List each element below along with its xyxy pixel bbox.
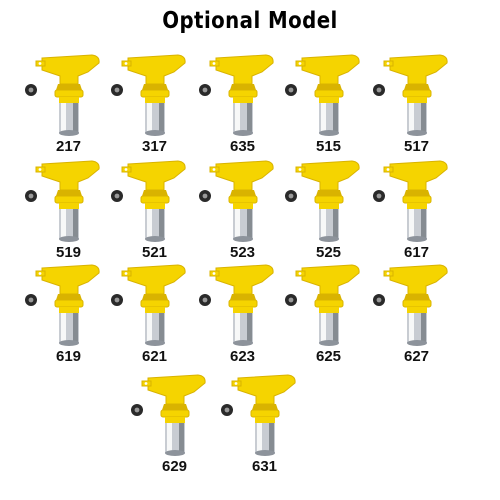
tip-barrel-icon [145, 103, 165, 136]
tip-barrel-icon [407, 313, 427, 346]
seal-washer-icon [131, 404, 143, 416]
tip-handle-icon [121, 54, 186, 103]
model-item: 523 [196, 158, 286, 268]
tip-handle-icon [231, 374, 296, 423]
model-label: 523 [230, 244, 256, 261]
tip-handle-icon [121, 160, 186, 209]
tip-barrel-icon [233, 313, 253, 346]
model-label: 619 [56, 348, 82, 365]
tip-handle-icon [35, 54, 100, 103]
model-label: 621 [142, 348, 168, 365]
seal-washer-icon [285, 190, 297, 202]
model-item: 617 [370, 158, 460, 268]
seal-washer-icon [373, 84, 385, 96]
seal-washer-icon [25, 84, 37, 96]
seal-washer-icon [25, 294, 37, 306]
tip-handle-icon [209, 54, 274, 103]
seal-washer-icon [285, 84, 297, 96]
model-label: 521 [142, 244, 168, 261]
model-item: 625 [282, 262, 372, 372]
model-label: 623 [230, 348, 256, 365]
model-item: 515 [282, 52, 372, 162]
model-item: 519 [22, 158, 112, 268]
tip-barrel-icon [233, 103, 253, 136]
tip-handle-icon [295, 264, 360, 313]
seal-washer-icon [199, 190, 211, 202]
tip-barrel-icon [145, 209, 165, 242]
tip-handle-icon [295, 160, 360, 209]
model-label: 631 [252, 458, 278, 475]
model-item: 525 [282, 158, 372, 268]
tip-barrel-icon [255, 423, 275, 456]
model-item: 317 [108, 52, 198, 162]
tip-barrel-icon [407, 103, 427, 136]
model-item: 517 [370, 52, 460, 162]
model-item: 217 [22, 52, 112, 162]
model-item: 627 [370, 262, 460, 372]
tip-barrel-icon [319, 313, 339, 346]
model-label: 625 [316, 348, 342, 365]
model-label: 519 [56, 244, 82, 261]
tip-handle-icon [383, 54, 448, 103]
model-item: 629 [128, 372, 218, 482]
seal-washer-icon [373, 294, 385, 306]
tip-handle-icon [383, 264, 448, 313]
model-item: 621 [108, 262, 198, 372]
seal-washer-icon [111, 190, 123, 202]
seal-washer-icon [373, 190, 385, 202]
tip-handle-icon [35, 264, 100, 313]
seal-washer-icon [199, 84, 211, 96]
model-label: 629 [162, 458, 188, 475]
tip-barrel-icon [59, 103, 79, 136]
seal-washer-icon [111, 294, 123, 306]
seal-washer-icon [285, 294, 297, 306]
tip-barrel-icon [165, 423, 185, 456]
model-label: 525 [316, 244, 342, 261]
tip-handle-icon [121, 264, 186, 313]
tip-barrel-icon [59, 209, 79, 242]
tip-handle-icon [209, 264, 274, 313]
tip-barrel-icon [407, 209, 427, 242]
model-label: 635 [230, 138, 256, 155]
page-title: Optional Model [162, 8, 338, 34]
tip-barrel-icon [233, 209, 253, 242]
model-item: 623 [196, 262, 286, 372]
model-label: 515 [316, 138, 342, 155]
tip-handle-icon [209, 160, 274, 209]
model-item: 635 [196, 52, 286, 162]
tip-handle-icon [295, 54, 360, 103]
tip-barrel-icon [319, 209, 339, 242]
seal-washer-icon [111, 84, 123, 96]
model-label: 627 [404, 348, 430, 365]
model-label: 317 [142, 138, 168, 155]
seal-washer-icon [25, 190, 37, 202]
tip-handle-icon [141, 374, 206, 423]
tip-barrel-icon [319, 103, 339, 136]
tip-barrel-icon [59, 313, 79, 346]
seal-washer-icon [199, 294, 211, 306]
model-label: 217 [56, 138, 82, 155]
tip-handle-icon [35, 160, 100, 209]
model-item: 619 [22, 262, 112, 372]
tip-handle-icon [383, 160, 448, 209]
model-label: 517 [404, 138, 430, 155]
model-item: 631 [218, 372, 308, 482]
model-item: 521 [108, 158, 198, 268]
tip-barrel-icon [145, 313, 165, 346]
model-label: 617 [404, 244, 430, 261]
seal-washer-icon [221, 404, 233, 416]
